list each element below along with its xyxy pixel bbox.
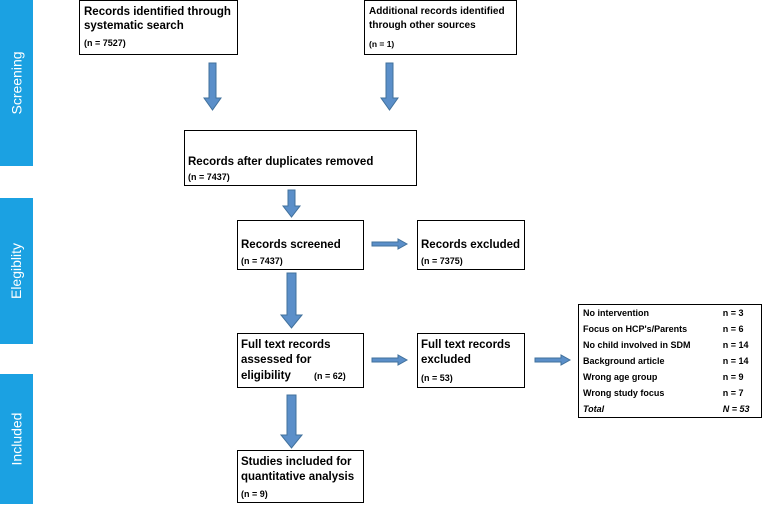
fulltext-line2: assessed for xyxy=(241,354,312,366)
exclusion-reasons-table: No intervention n = 3 Focus on HCP's/Par… xyxy=(578,304,762,418)
arrow-down-additional xyxy=(380,62,399,111)
exclusion-count: n = 14 xyxy=(722,340,749,350)
arrow-right-fulltext xyxy=(371,354,409,366)
excluded-count: (n = 7375) xyxy=(421,256,463,266)
exclusion-count: n = 14 xyxy=(722,356,749,366)
identified-line1: Records identified through xyxy=(84,6,231,18)
fulltext-excluded-line2: excluded xyxy=(421,354,471,366)
stage-band-screening: Screening xyxy=(0,0,33,166)
exclusion-reason: Wrong study focus xyxy=(583,388,665,398)
fulltext-excluded-line1: Full text records xyxy=(421,339,511,351)
box-duplicates-removed: Records after duplicates removed (n = 74… xyxy=(184,130,417,186)
exclusion-count: n = 9 xyxy=(722,372,744,382)
exclusion-row: Wrong age group n = 9 xyxy=(579,369,762,385)
fulltext-excluded-count: (n = 53) xyxy=(421,373,453,383)
exclusion-reason: No child involved in SDM xyxy=(583,340,691,350)
stage-band-included: Included xyxy=(0,374,33,504)
duplicates-line1: Records after duplicates removed xyxy=(188,156,374,168)
screened-count: (n = 7437) xyxy=(241,256,283,266)
exclusion-row: No intervention n = 3 xyxy=(579,305,762,322)
box-records-excluded: Records excluded (n = 7375) xyxy=(417,220,525,270)
exclusion-count: n = 7 xyxy=(722,388,744,398)
arrow-right-screened xyxy=(371,238,409,250)
fulltext-count: (n = 62) xyxy=(314,371,346,381)
arrow-down-identified xyxy=(203,62,222,111)
exclusion-total-label: Total xyxy=(583,404,605,414)
exclusion-row: Focus on HCP's/Parents n = 6 xyxy=(579,321,762,337)
excluded-line1: Records excluded xyxy=(421,239,521,251)
screened-line1: Records screened xyxy=(241,239,341,251)
additional-line1: Additional records identified xyxy=(369,6,505,17)
exclusion-row: Wrong study focus n = 7 xyxy=(579,385,762,401)
arrow-down-duplicates xyxy=(281,189,302,218)
exclusion-reason: Wrong age group xyxy=(583,372,658,382)
arrow-down-screened xyxy=(279,272,304,329)
included-count: (n = 9) xyxy=(241,489,268,499)
box-fulltext-assessed: Full text records assessed for eligibili… xyxy=(237,333,364,388)
box-records-identified: Records identified through systematic se… xyxy=(79,0,238,55)
exclusion-row: No child involved in SDM n = 14 xyxy=(579,337,762,353)
exclusion-row: Background article n = 14 xyxy=(579,353,762,369)
exclusion-reason: Focus on HCP's/Parents xyxy=(583,324,688,334)
additional-line2: through other sources xyxy=(369,20,476,31)
additional-count: (n = 1) xyxy=(369,39,395,49)
box-studies-included: Studies included for quantitative analys… xyxy=(237,450,364,503)
fulltext-line3: eligibility xyxy=(241,370,291,382)
exclusion-reason: No intervention xyxy=(583,308,650,318)
arrow-right-reasons xyxy=(534,354,572,366)
exclusion-count: n = 3 xyxy=(722,308,744,318)
arrow-down-fulltext xyxy=(279,394,304,449)
box-additional-records: Additional records identified through ot… xyxy=(364,0,517,55)
duplicates-count: (n = 7437) xyxy=(188,172,230,182)
box-fulltext-excluded: Full text records excluded (n = 53) xyxy=(417,333,525,388)
included-line1: Studies included for xyxy=(241,456,352,468)
exclusion-total-row: Total N = 53 xyxy=(579,401,762,418)
fulltext-line1: Full text records xyxy=(241,339,331,351)
exclusion-total-count: N = 53 xyxy=(722,404,750,414)
exclusion-count: n = 6 xyxy=(722,324,744,334)
stage-band-eligibility: Elegiblity xyxy=(0,198,33,344)
included-line2: quantitative analysis xyxy=(241,471,355,483)
box-records-screened: Records screened (n = 7437) xyxy=(237,220,364,270)
identified-count: (n = 7527) xyxy=(84,38,126,48)
identified-line2: systematic search xyxy=(84,20,184,32)
exclusion-reason: Background article xyxy=(583,356,665,366)
